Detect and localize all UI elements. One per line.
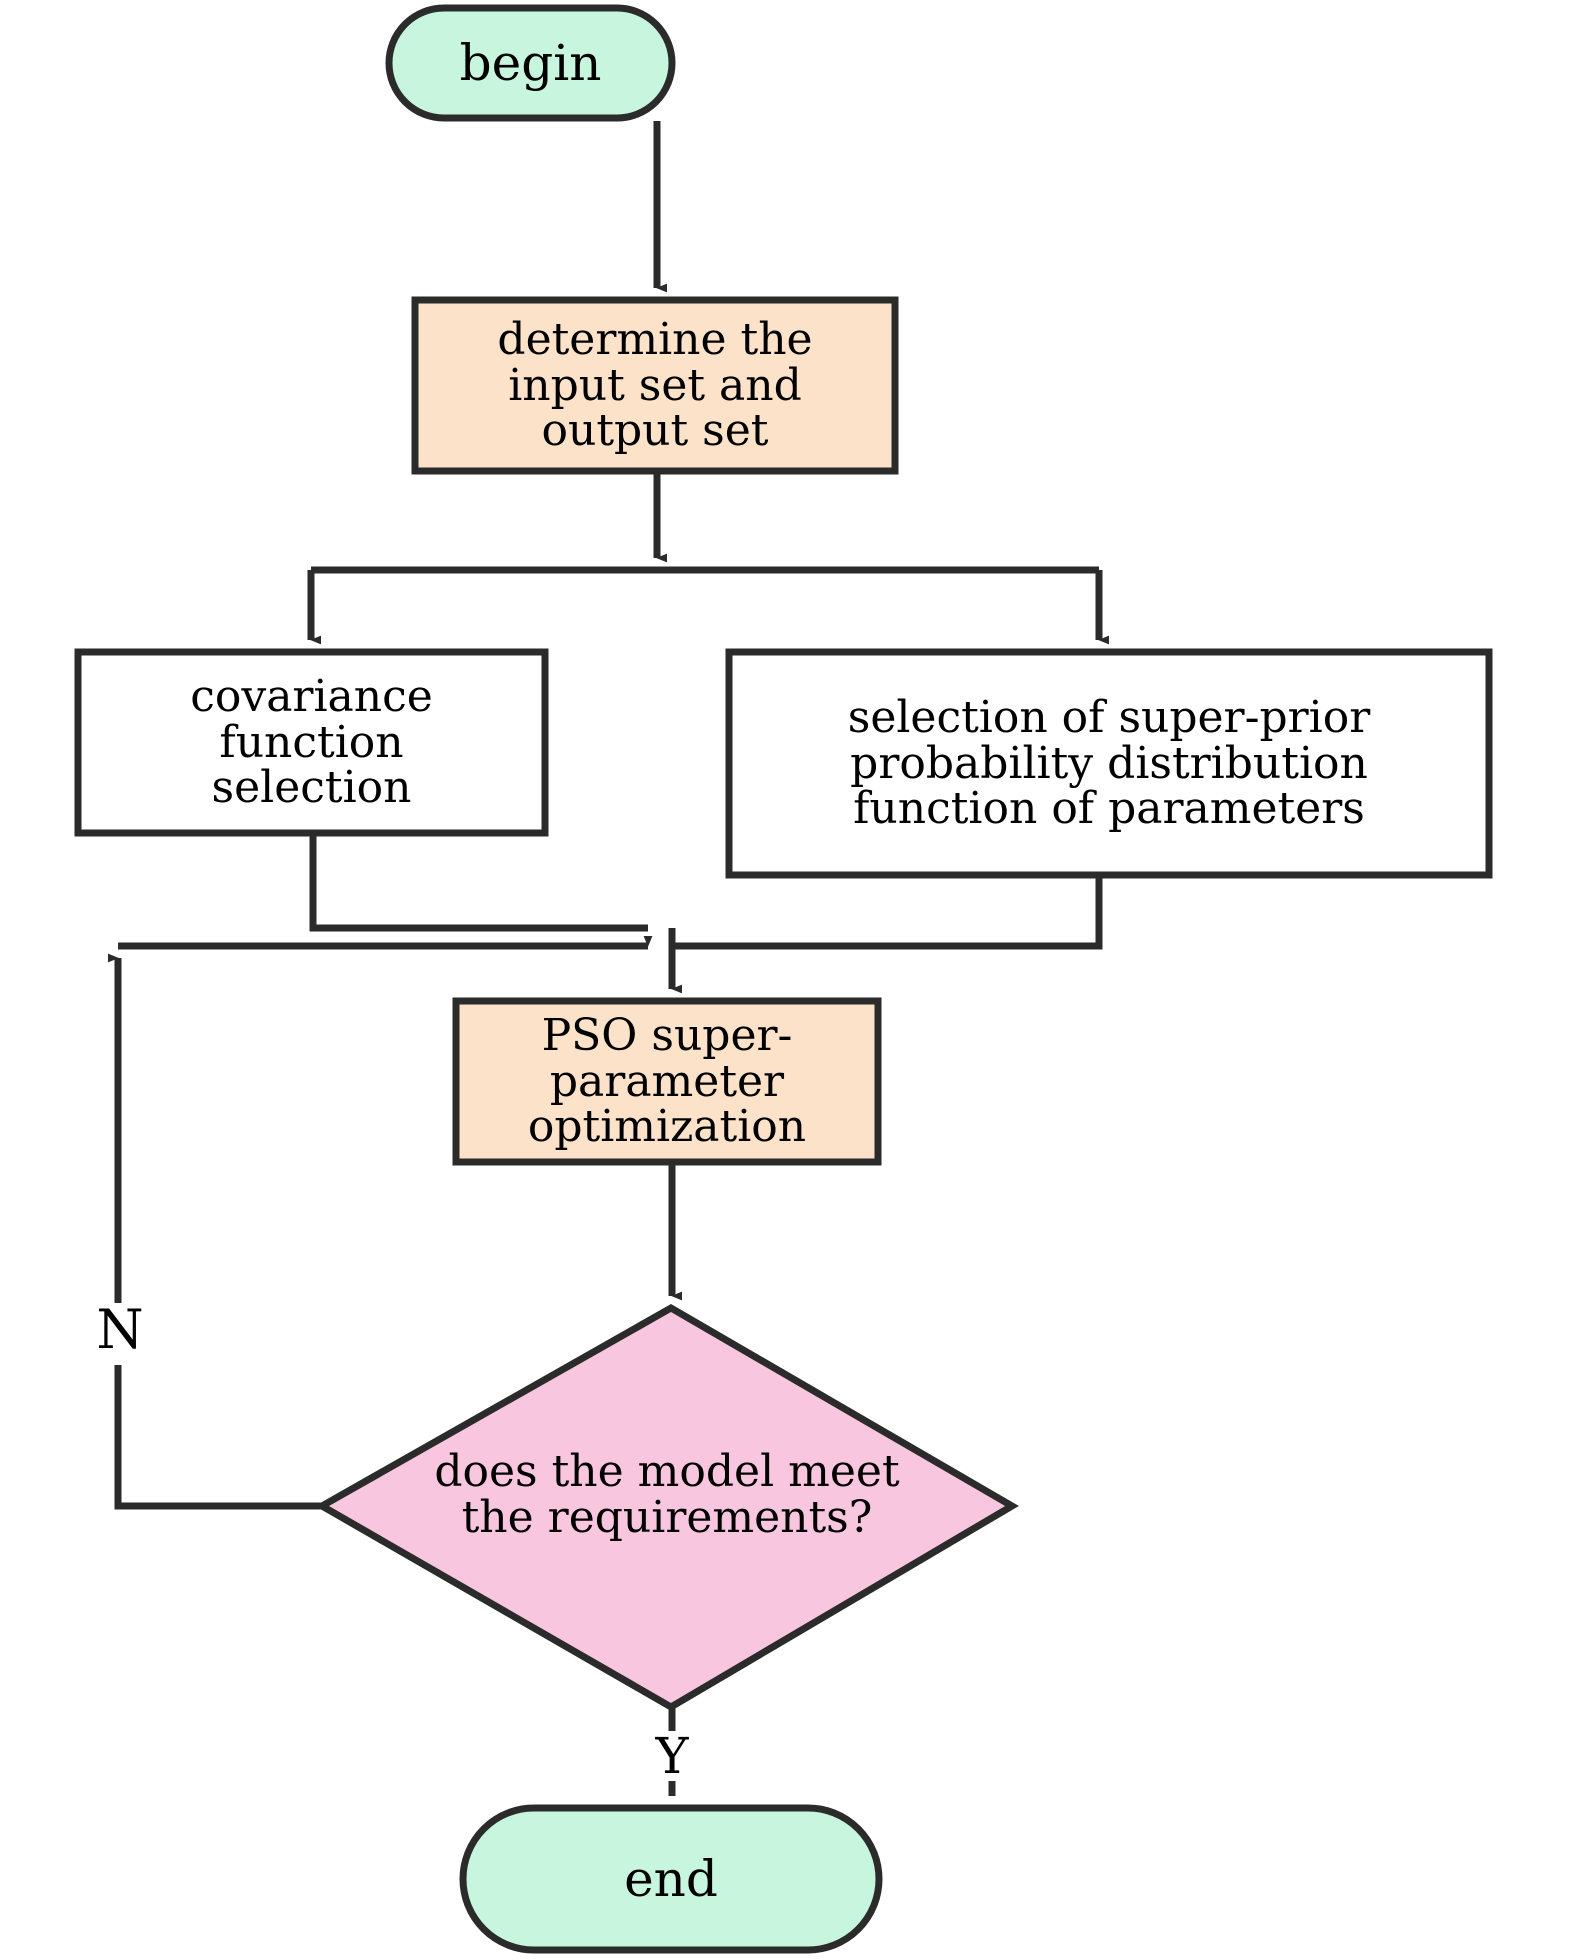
edge-covariance-to-merge — [309, 836, 648, 932]
node-determine-input-output[interactable] — [411, 296, 899, 475]
edge-label-no: N — [90, 1303, 150, 1365]
edge-decision-no-lower — [114, 1300, 322, 1510]
end-hit-area[interactable] — [463, 1808, 879, 1950]
edge-superprior-to-merge — [672, 878, 1103, 950]
node-end[interactable] — [459, 1804, 883, 1954]
begin-hit-area[interactable] — [389, 8, 672, 118]
decision-hit-area[interactable] — [490, 1400, 850, 1610]
node-begin[interactable] — [385, 4, 676, 122]
node-superprior-selection[interactable] — [725, 648, 1493, 879]
determine-hit-area[interactable] — [415, 300, 895, 471]
pso-hit-area[interactable] — [456, 1001, 878, 1162]
covariance-hit-area[interactable] — [78, 652, 545, 833]
node-pso-optimization[interactable] — [452, 997, 882, 1166]
superprior-hit-area[interactable] — [729, 652, 1489, 875]
edge-label-yes: Y — [645, 1731, 699, 1781]
node-covariance-function-selection[interactable] — [74, 648, 549, 837]
